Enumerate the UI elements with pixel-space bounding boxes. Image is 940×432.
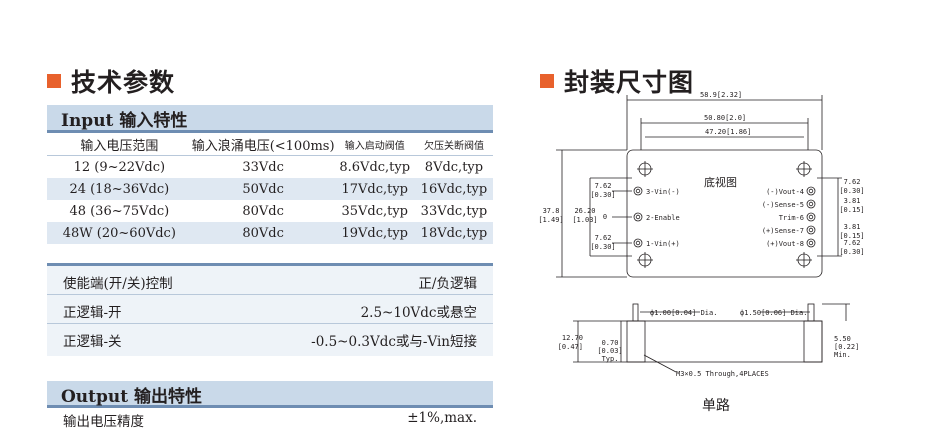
left-dim-bottom-in: [0.30] — [590, 243, 615, 251]
pin-dia-left: ф1.00[0.04] Dia. — [650, 309, 717, 317]
spec-section-header: 技术参数 — [47, 63, 175, 99]
side-gap: 0.70 — [602, 339, 619, 347]
bottom-view-label: 底视图 — [704, 175, 737, 189]
pin-length-min: Min. — [834, 351, 851, 359]
right-dim-2: 3.81 — [844, 197, 861, 205]
pin-label-3: 3-Vin(-) — [646, 188, 680, 196]
uvlo-cell: 33Vdc,typ — [420, 203, 488, 219]
right-dim-1: 7.62 — [844, 178, 861, 186]
thread-note: M3×0.5 Through,4PLACES — [676, 370, 769, 378]
uvlo-cell: 8Vdc,typ — [424, 159, 484, 175]
left-dim-top: 7.62 — [595, 182, 612, 190]
pin-label-7: (+)Sense-7 — [762, 227, 804, 235]
pin-dia-right: ф1.50[0.06] Dia. — [740, 309, 807, 317]
list-item: 使能端(开/关)控制 正/负逻辑 — [47, 268, 493, 295]
surge-cell: 80Vdc — [191, 222, 335, 244]
uvlo-cell: 16Vdc,typ — [414, 178, 493, 200]
surge-cell: 33Vdc — [242, 159, 284, 175]
uvlo-cell: 18Vdc,typ — [414, 222, 493, 244]
pin-label-6: Trim-6 — [779, 214, 804, 222]
dim-height-outer-in: [1.49] — [538, 216, 563, 224]
enable-label: 使能端(开/关)控制 — [63, 276, 173, 292]
spec-section-title: 技术参数 — [71, 68, 176, 97]
right-dim-4: 7.62 — [844, 239, 861, 247]
pin-label-4: (-)Vout-4 — [766, 188, 804, 196]
pin-length-in: [0.22] — [834, 343, 859, 351]
left-dim-bottom: 7.62 — [595, 234, 612, 242]
output-accuracy-value: ±1%,max. — [407, 410, 477, 426]
col-header-startup: 输入启动阀值 — [334, 133, 415, 156]
dim-inner-width: 50.80[2.0] — [704, 114, 746, 122]
output-section-band: Output 输出特性 — [47, 381, 493, 408]
enable-label: 正逻辑-关 — [63, 334, 122, 350]
dim-total-width: 58.9[2.32] — [700, 91, 742, 99]
output-accuracy-label: 输出电压精度 — [63, 414, 144, 430]
startup-cell: 17Vdc,typ — [334, 178, 415, 200]
drawing-caption: 单路 — [702, 398, 730, 414]
enable-value: -0.5~0.3Vdc或与-Vin短接 — [311, 334, 477, 350]
right-dim-4-in: [0.30] — [839, 248, 864, 256]
enable-label: 正逻辑-开 — [63, 305, 122, 321]
input-range-cell: 12 (9~22Vdc) — [73, 159, 166, 175]
input-range-cell: 48W (20~60Vdc) — [47, 222, 192, 244]
left-dim-top-in: [0.30] — [590, 191, 615, 199]
input-table-header: 输入电压范围 输入浪涌电压(<100ms) 输入启动阀值 欠压关断阀值 — [47, 133, 493, 156]
startup-cell: 19Vdc,typ — [334, 222, 415, 244]
package-section-title: 封装尺寸图 — [564, 68, 695, 97]
pin-length: 5.50 — [834, 335, 851, 343]
col-header-surge: 输入浪涌电压(<100ms) — [191, 133, 335, 156]
enable-section: 使能端(开/关)控制 正/负逻辑 正逻辑-开 2.5~10Vdc或悬空 正逻辑-… — [47, 263, 493, 356]
input-range-cell: 24 (18~36Vdc) — [47, 178, 192, 200]
table-row: 48 (36~75Vdc) 80Vdc 35Vdc,typ 33Vdc,typ — [47, 200, 493, 222]
right-dim-2-in: [0.15] — [839, 206, 864, 214]
list-item: 正逻辑-开 2.5~10Vdc或悬空 — [47, 297, 493, 324]
output-section-title: Output 输出特性 — [61, 387, 203, 407]
table-row: 24 (18~36Vdc) 50Vdc 17Vdc,typ 16Vdc,typ — [47, 178, 493, 200]
col-header-uvlo: 欠压关断阀值 — [414, 133, 493, 156]
input-section-band: Input 输入特性 — [47, 105, 493, 133]
side-height: 12.70 — [562, 334, 583, 342]
right-dim-1-in: [0.30] — [839, 187, 864, 195]
pin-label-8: (+)Vout-8 — [766, 240, 804, 248]
side-height-in: [0.47] — [558, 343, 583, 351]
right-dim-3-in: [0.15] — [839, 232, 864, 240]
side-gap-typ: Typ. — [602, 355, 619, 363]
dim-height-inner: 26.20 — [574, 207, 595, 215]
list-item: 正逻辑-关 -0.5~0.3Vdc或与-Vin短接 — [47, 326, 493, 352]
input-range-cell: 48 (36~75Vdc) — [69, 203, 170, 219]
dim-height-outer: 37.8 — [543, 207, 560, 215]
side-gap-in: [0.03] — [597, 347, 622, 355]
startup-cell: 35Vdc,typ — [341, 203, 408, 219]
col-header-input-range: 输入电压范围 — [47, 133, 192, 156]
pin-label-1: 1-Vin(+) — [646, 240, 680, 248]
section-square-icon — [540, 74, 554, 88]
list-item: 输出电压精度 ±1%,max. — [47, 406, 493, 432]
table-row: 48W (20~60Vdc) 80Vdc 19Vdc,typ 18Vdc,typ — [47, 222, 493, 244]
right-dim-3: 3.81 — [844, 223, 861, 231]
surge-cell: 50Vdc — [191, 178, 335, 200]
surge-cell: 80Vdc — [242, 203, 284, 219]
startup-cell: 8.6Vdc,typ — [339, 159, 411, 175]
enable-value: 正/负逻辑 — [418, 276, 477, 292]
pin-label-5: (-)Sense-5 — [762, 201, 804, 209]
input-section-title: Input 输入特性 — [61, 111, 188, 131]
left-dim-mid-zero: 0 — [603, 213, 607, 221]
section-square-icon — [47, 74, 61, 88]
package-section-header: 封装尺寸图 — [540, 63, 694, 99]
dim-height-inner-in: [1.03] — [572, 216, 597, 224]
pin-label-2: 2-Enable — [646, 214, 680, 222]
enable-value: 2.5~10Vdc或悬空 — [360, 305, 477, 321]
dim-pin-span: 47.20[1.86] — [705, 128, 751, 136]
table-row: 12 (9~22Vdc) 33Vdc 8.6Vdc,typ 8Vdc,typ — [47, 156, 493, 179]
input-table: 输入电压范围 输入浪涌电压(<100ms) 输入启动阀值 欠压关断阀值 12 (… — [47, 133, 493, 244]
